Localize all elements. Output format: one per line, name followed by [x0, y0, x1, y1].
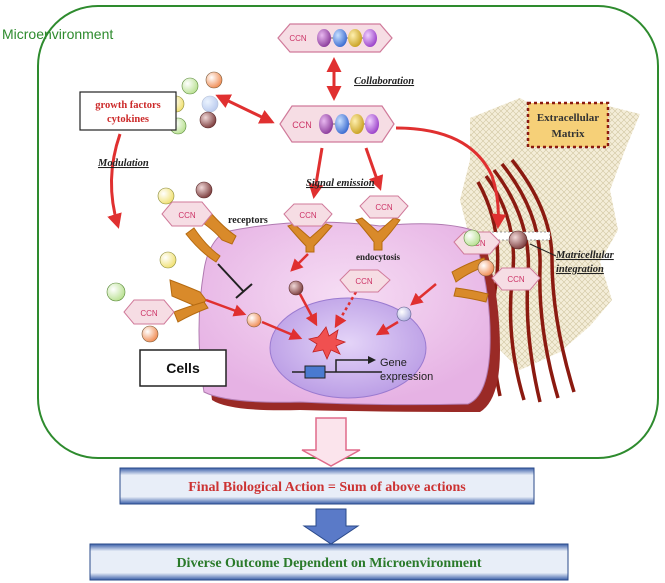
modulation-arrow	[107, 133, 122, 229]
extracellular-matrix-box: Extracellular Matrix	[526, 101, 610, 149]
collaboration-label: Collaboration	[354, 76, 414, 87]
receptor-1	[287, 223, 333, 253]
matricellular-line1: Matricellular	[555, 250, 615, 261]
arrow-right-dot-to-nucleus	[375, 320, 399, 336]
receptor-right-2	[453, 287, 489, 303]
gene-expression-diagram: Gene expression	[292, 356, 433, 383]
down-arrow-to-final	[301, 417, 361, 467]
outcome-label: Diverse Outcome Dependent on Microenviro…	[176, 556, 481, 571]
arrow-receptor1-down	[290, 253, 309, 272]
ccn-middle: CCN	[279, 105, 395, 143]
dot-yellow-left-mid	[159, 251, 177, 269]
ccn-right-2: CCN	[491, 267, 541, 291]
arrow-right-receptor-to-dot	[410, 283, 437, 306]
signal-emission-arrow-left	[308, 147, 324, 199]
matricellular-line2: integration	[556, 264, 604, 275]
dot-brown-right	[508, 230, 528, 250]
ccn-left-low-label: CCN	[140, 309, 158, 318]
receptor-left-low	[173, 301, 209, 323]
inhibition-symbol	[217, 263, 253, 299]
receptor-2	[355, 217, 401, 251]
dot-green-right	[463, 229, 481, 247]
arrow-endocytosis-dotted	[334, 291, 358, 329]
signal-burst-icon	[307, 326, 347, 360]
endocytosis-label: endocytosis	[356, 252, 401, 262]
receptor-left-top-2	[185, 227, 221, 263]
ccn-left-top: CCN	[161, 201, 213, 227]
arrow-dot-to-nucleus	[261, 320, 303, 340]
cells-label: Cells	[166, 360, 200, 376]
final-action-label: Final Biological Action = Sum of above a…	[188, 480, 466, 495]
extracellular-matrix-line2: Matrix	[552, 128, 585, 140]
ccn-receptor-1: CCN	[283, 203, 333, 227]
expression-label: expression	[380, 371, 433, 383]
ccn-receptor-2: CCN	[359, 195, 409, 219]
ccn-left-low: CCN	[123, 299, 175, 325]
dot-orange-cell	[246, 312, 262, 328]
cell-arrows	[205, 253, 437, 340]
growth-factors-line1: growth factors	[95, 100, 160, 111]
cells-box: Cells	[139, 349, 227, 387]
receptors-label: receptors	[228, 215, 268, 226]
gene-block	[304, 365, 326, 379]
dot-brown-cell	[288, 280, 304, 296]
matricellular-pointer	[529, 243, 557, 257]
ccn-top: CCN	[277, 23, 393, 53]
ccn-right-2-label: CCN	[507, 275, 525, 284]
ccn-middle-label: CCN	[292, 120, 312, 130]
dot-lilac-cell	[396, 306, 412, 322]
ccn-left-top-label: CCN	[178, 211, 196, 220]
ccn-to-matrix-arrow	[395, 126, 507, 229]
dot-brown-left-top	[195, 181, 213, 199]
signal-emission-arrow-right	[364, 147, 384, 191]
modulation-label: Modulation	[97, 158, 149, 169]
transcription-arrow	[335, 359, 368, 372]
ccn-endocytosed: CCN	[339, 269, 391, 293]
dot-orange-left	[141, 325, 159, 343]
outcome-box: Diverse Outcome Dependent on Microenviro…	[89, 543, 569, 581]
signal-emission-label: Signal emission	[306, 178, 375, 189]
final-action-box: Final Biological Action = Sum of above a…	[119, 467, 535, 505]
down-arrow-to-outcome	[302, 508, 360, 545]
gene-label: Gene	[380, 357, 407, 369]
ccn-receptor-1-label: CCN	[299, 211, 317, 220]
dot-green-left	[106, 282, 126, 302]
microenvironment-label: Microenvironment	[2, 26, 113, 42]
arrow-left-receptor-to-dot	[205, 298, 247, 317]
growth-factors-line2: cytokines	[107, 114, 149, 125]
ccn-top-label: CCN	[289, 34, 307, 43]
dot-yellow-left-top	[157, 187, 175, 205]
ccn-endocytosed-label: CCN	[355, 277, 373, 286]
arrow-brown-dot-to-nucleus	[298, 293, 318, 327]
dot-orange-right	[477, 259, 495, 277]
ccn-receptor-2-label: CCN	[375, 203, 393, 212]
growth-factors-box: growth factors cytokines	[79, 91, 177, 131]
extracellular-matrix-line1: Extracellular	[537, 112, 599, 124]
growth-factor-ccn-arrow	[215, 94, 275, 124]
